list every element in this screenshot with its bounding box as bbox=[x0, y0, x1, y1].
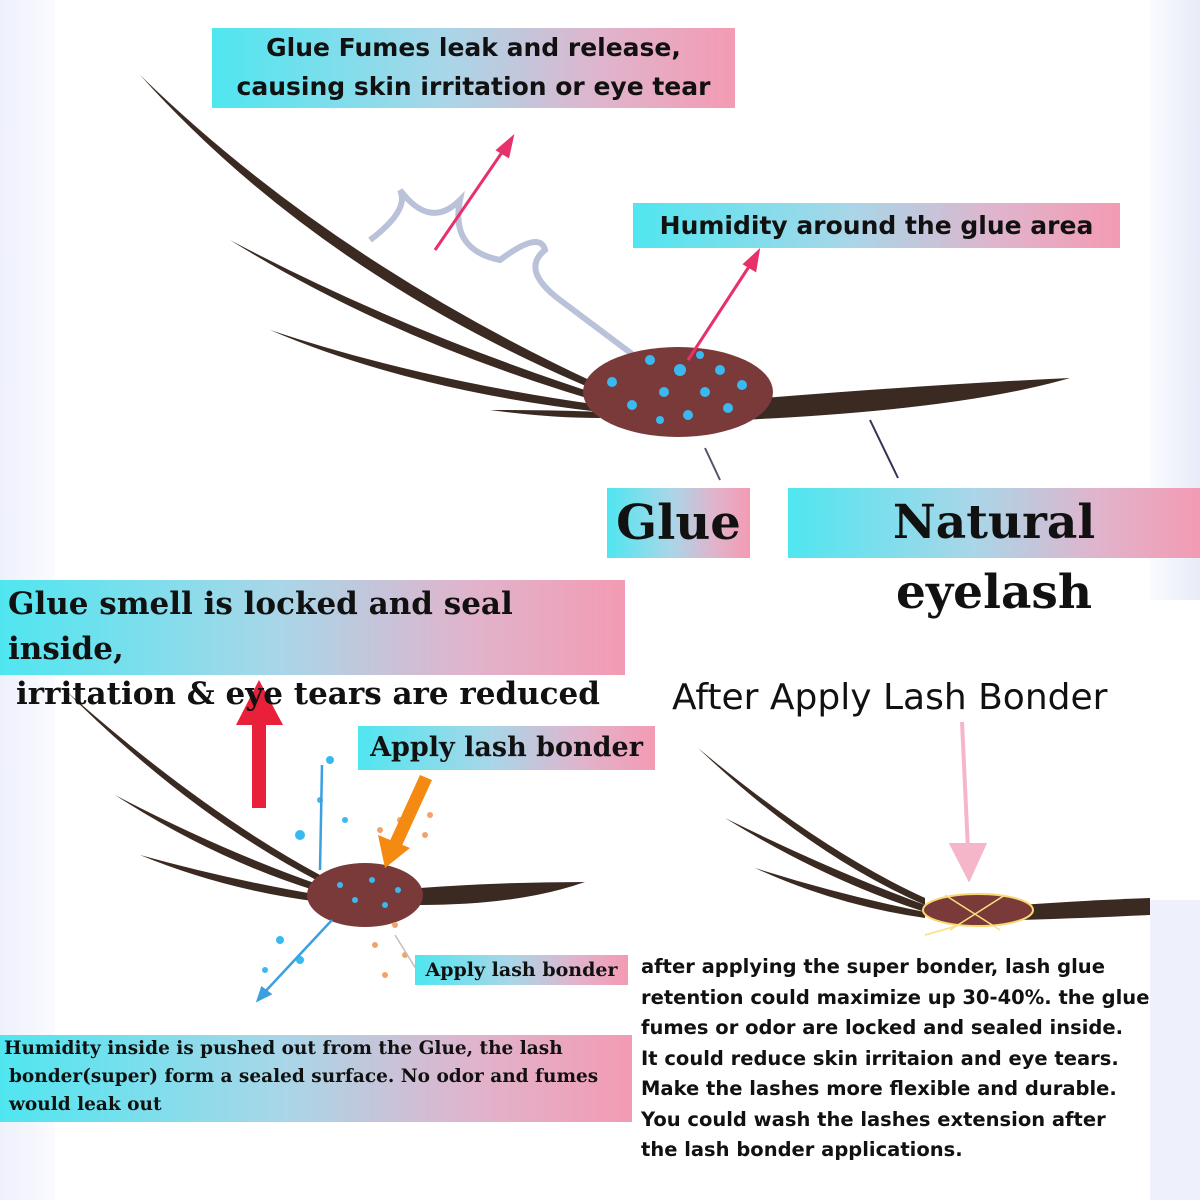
red-arrow-icon bbox=[236, 680, 283, 808]
locked-label-line-2: irritation & eye tears are reduced bbox=[16, 676, 600, 712]
smoke-icon bbox=[368, 188, 642, 363]
paragraph-line: You could wash the lashes extension afte… bbox=[641, 1107, 1106, 1131]
blue-arrow-icon bbox=[255, 764, 333, 1003]
apply-bonder-label: Apply lash bonder bbox=[358, 726, 655, 770]
paragraph-line: fumes or odor are locked and sealed insi… bbox=[641, 1016, 1123, 1039]
bl-lashes bbox=[65, 690, 585, 905]
paragraph-line: It could reduce skin irritaion and eye t… bbox=[641, 1046, 1119, 1070]
fumes-label-line-2: causing skin irritation or eye tear bbox=[236, 72, 711, 101]
top-lashes bbox=[140, 75, 1070, 420]
pointer-apply bbox=[394, 934, 419, 973]
locked-label-line-1: Glue smell is locked and seal inside, bbox=[8, 586, 513, 667]
apply-bonder-small-label: Apply lash bonder bbox=[415, 955, 628, 985]
orange-arrow-icon bbox=[378, 775, 432, 868]
arrow-humidity-icon bbox=[686, 247, 761, 361]
paragraph-line: Make the lashes more flexible and durabl… bbox=[641, 1077, 1117, 1100]
seal-sparkles bbox=[924, 894, 1006, 936]
background-panel-br bbox=[1150, 900, 1200, 1200]
natural-eyelash-label: Natural eyelash bbox=[788, 488, 1200, 620]
arrow-fumes-icon bbox=[433, 133, 515, 251]
humidity-label: Humidity around the glue area bbox=[633, 203, 1120, 248]
fumes-label: Glue Fumes leak and release, causing ski… bbox=[212, 28, 735, 108]
humidity-inside-line-2: bonder(super) form a sealed surface. No … bbox=[9, 1066, 599, 1087]
humidity-inside-line-1: Humidity inside is pushed out from the G… bbox=[4, 1038, 563, 1059]
fumes-label-line-1: Glue Fumes leak and release, bbox=[266, 33, 681, 62]
bl-glue-blob bbox=[307, 863, 423, 927]
after-bonder-title: After Apply Lash Bonder bbox=[672, 677, 1108, 718]
pointer-eyelash bbox=[869, 419, 899, 479]
glue-label: Glue bbox=[607, 488, 750, 558]
br-sealed-glue bbox=[922, 893, 1034, 927]
humidity-inside-text: Humidity inside is pushed out from the G… bbox=[0, 1035, 632, 1122]
droplets bbox=[607, 351, 747, 424]
locked-label: Glue smell is locked and seal inside, ir… bbox=[0, 580, 625, 712]
paragraph-line: retention could maximize up 30-40%. the … bbox=[641, 985, 1150, 1009]
pink-arrow-icon bbox=[948, 721, 988, 883]
pointer-glue bbox=[704, 447, 721, 481]
glue-blob bbox=[583, 347, 773, 437]
paragraph-line: after applying the super bonder, lash gl… bbox=[641, 955, 1105, 978]
bl-droplets bbox=[262, 756, 401, 973]
br-lashes bbox=[698, 748, 1150, 920]
paragraph-line: the lash bonder applications. bbox=[641, 1138, 963, 1161]
after-bonder-paragraph: after applying the super bonder, lash gl… bbox=[641, 952, 1200, 1166]
humidity-inside-line-3: would leak out bbox=[9, 1094, 162, 1115]
